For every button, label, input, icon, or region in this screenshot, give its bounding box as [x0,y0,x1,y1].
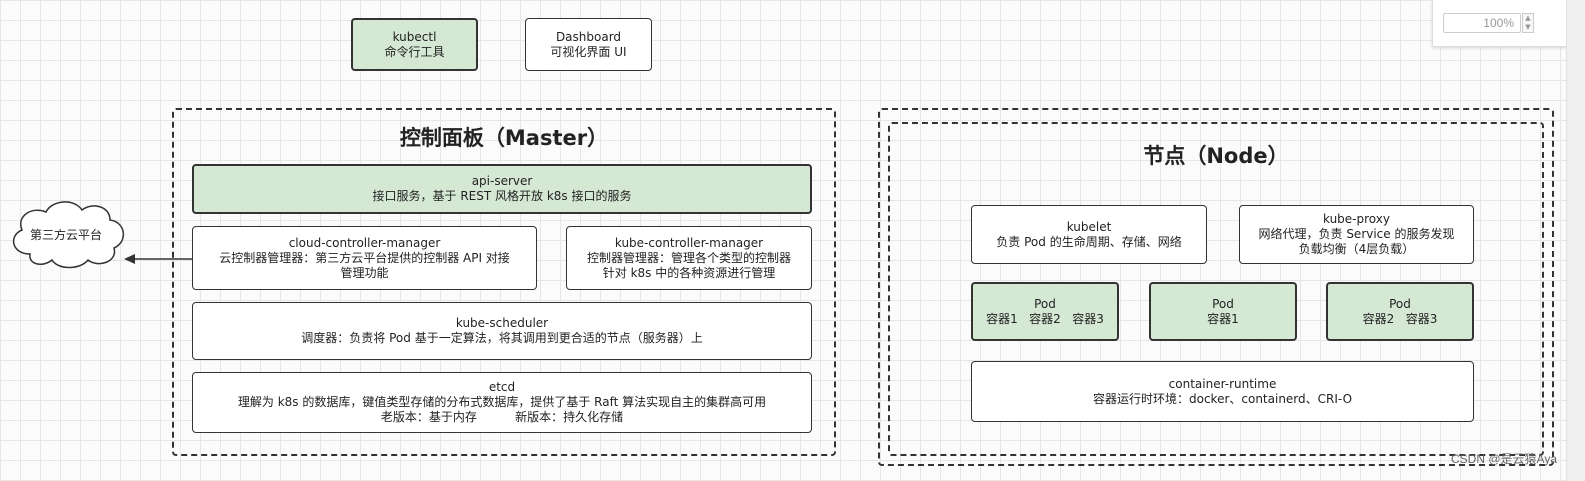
etcd-name: etcd [488,380,516,394]
etcd-desc-1: 理解为 k8s 的数据库，键值类型存储的分布式数据库，提供了基于 Raft 算法… [237,395,767,409]
kubectl-name: kubectl [392,29,437,44]
pod-3-name: Pod [1389,296,1411,311]
runtime-name: container-runtime [1168,376,1277,391]
container-runtime-box[interactable]: container-runtime 容器运行时环境：docker、contain… [971,361,1474,422]
master-title: 控制面板（Master） [399,126,609,150]
pod-box-2[interactable]: Pod 容器1 [1149,282,1297,341]
scheduler-name: kube-scheduler [455,316,549,330]
kcm-desc-1: 控制器管理器：管理各个类型的控制器 [586,250,791,265]
dashboard-desc: 可视化界面 UI [550,44,627,59]
runtime-desc: 容器运行时环境：docker、containerd、CRI-O [1092,391,1353,406]
pod-3-containers: 容器2 容器3 [1362,311,1438,326]
kubelet-desc: 负责 Pod 的生命周期、存储、网络 [996,234,1182,249]
pod-box-1[interactable]: Pod 容器1 容器2 容器3 [971,282,1119,341]
dashboard-name: Dashboard [555,29,622,44]
cloud-label: 第三方云平台 [29,228,102,242]
kcm-desc-2: 针对 k8s 中的各种资源进行管理 [602,265,776,280]
master-container[interactable] [172,108,836,456]
node-container[interactable] [888,122,1544,456]
zoom-input[interactable]: 100% [1443,13,1521,33]
kubectl-box[interactable]: kubectl 命令行工具 [351,18,478,71]
kube-proxy-box[interactable]: kube-proxy 网络代理，负责 Service 的服务发现 负载均衡（4层… [1239,205,1474,264]
kube-proxy-name: kube-proxy [1323,212,1390,226]
etcd-desc-2: 老版本：基于内存 新版本：持久化存储 [380,410,624,424]
format-panel: 100% ▲▼ [1432,0,1567,47]
pod-box-3[interactable]: Pod 容器2 容器3 [1326,282,1474,341]
pod-1-name: Pod [1034,296,1056,311]
scheduler-desc: 调度器：负责将 Pod 基于一定算法，将其调用到更合适的节点（服务器）上 [301,331,703,345]
api-server-desc: 接口服务，基于 REST 风格开放 k8s 接口的服务 [372,189,632,203]
api-server-box[interactable]: api-server 接口服务，基于 REST 风格开放 k8s 接口的服务 [192,164,812,214]
node-container-outer [878,108,1554,466]
kube-controller-manager-box[interactable]: kube-controller-manager 控制器管理器：管理各个类型的控制… [566,226,812,290]
kube-proxy-desc-2: 负载均衡（4层负载） [1298,242,1415,256]
kcm-name: kube-controller-manager [614,235,764,250]
kube-scheduler-box[interactable]: kube-scheduler 调度器：负责将 Pod 基于一定算法，将其调用到更… [192,302,812,360]
zoom-spinner[interactable]: ▲▼ [1522,13,1534,33]
ccm-desc-2: 管理功能 [340,265,389,280]
dashboard-box[interactable]: Dashboard 可视化界面 UI [525,18,652,71]
kubelet-name: kubelet [1066,219,1112,234]
ccm-desc-1: 云控制器管理器：第三方云平台提供的控制器 API 对接 [219,250,510,265]
vertical-scrollbar[interactable] [1566,0,1585,481]
pod-1-containers: 容器1 容器2 容器3 [986,311,1104,326]
cloud-controller-manager-box[interactable]: cloud-controller-manager 云控制器管理器：第三方云平台提… [192,226,537,290]
cloud-shape[interactable] [2,196,134,274]
pod-2-containers: 容器1 [1207,311,1239,326]
api-server-name: api-server [471,174,533,188]
pod-2-name: Pod [1212,296,1234,311]
ccm-name: cloud-controller-manager [288,235,441,250]
arrow-to-cloud [124,254,192,264]
watermark: CSDN @是云猿Aya [1451,452,1557,466]
kube-proxy-desc-1: 网络代理，负责 Service 的服务发现 [1258,227,1455,241]
etcd-box[interactable]: etcd 理解为 k8s 的数据库，键值类型存储的分布式数据库，提供了基于 Ra… [192,372,812,433]
kubectl-desc: 命令行工具 [384,44,445,59]
kubelet-box[interactable]: kubelet 负责 Pod 的生命周期、存储、网络 [971,205,1207,264]
node-title: 节点（Node） [1143,144,1289,168]
